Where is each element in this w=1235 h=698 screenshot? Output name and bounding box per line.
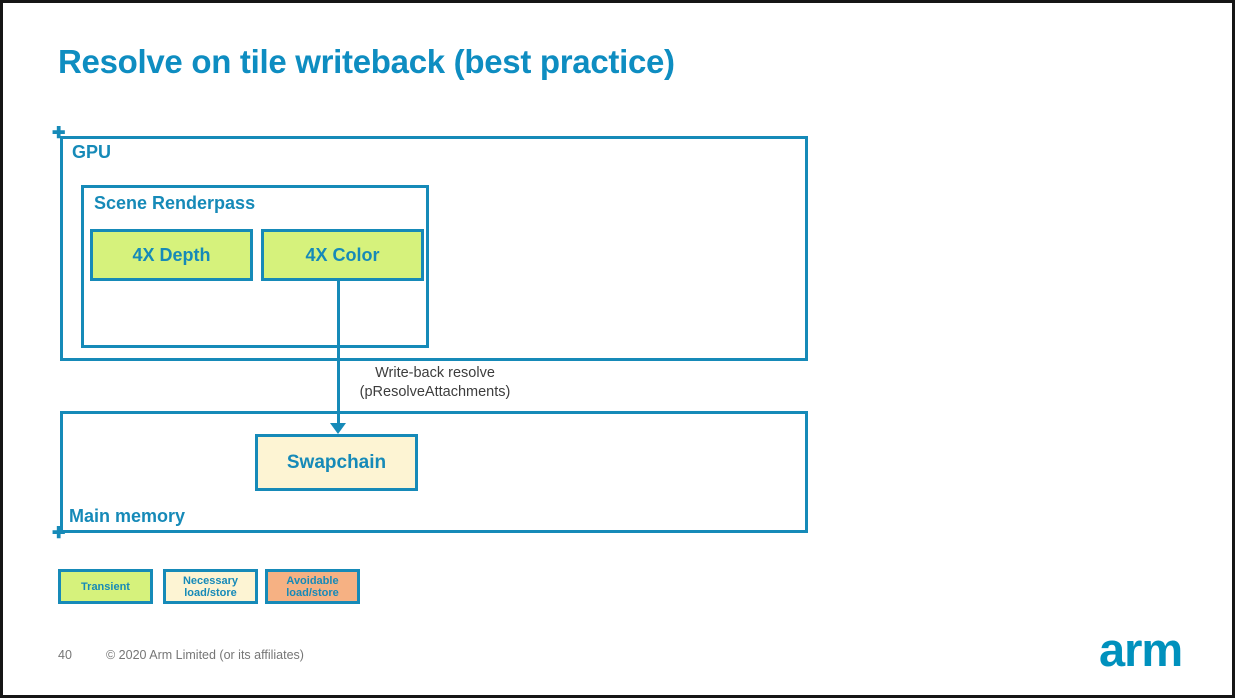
swapchain-box: Swapchain xyxy=(255,434,418,491)
gpu-label: GPU xyxy=(72,142,112,162)
writeback-resolve-arrow-line xyxy=(336,280,340,424)
legend-necessary-label-line2: load/store xyxy=(184,586,237,599)
scene-renderpass-label: Scene Renderpass xyxy=(94,193,256,213)
gpu-box: ✚ GPU Scene Renderpass 4X Depth 4X Color xyxy=(52,126,808,361)
color-attachment-box: 4X Color xyxy=(261,229,424,281)
swapchain-label: Swapchain xyxy=(286,451,387,473)
legend-item-necessary-load-store: Necessary load/store xyxy=(163,569,258,604)
copyright-text: © 2020 Arm Limited (or its affiliates) xyxy=(106,648,304,662)
arm-logo: arm xyxy=(1099,623,1183,676)
legend-transient-label: Transient xyxy=(81,580,130,593)
slide-title: Resolve on tile writeback (best practice… xyxy=(58,43,675,80)
crosshair-marker-icon-bottom: ✚ xyxy=(52,525,66,542)
scene-renderpass-box: Scene Renderpass 4X Depth 4X Color xyxy=(81,185,429,348)
legend-avoidable-label-line1: Avoidable xyxy=(286,574,339,587)
depth-attachment-box: 4X Depth xyxy=(90,229,253,281)
writeback-resolve-arrowhead-icon xyxy=(330,423,346,434)
legend-item-transient: Transient xyxy=(58,569,153,604)
writeback-resolve-label: Write-back resolve (pResolveAttachments) xyxy=(341,364,529,402)
main-memory-label: Main memory xyxy=(69,506,186,526)
writeback-resolve-label-line1: Write-back resolve xyxy=(375,365,495,381)
depth-attachment-label: 4X Depth xyxy=(132,244,211,265)
legend-avoidable-label-line2: load/store xyxy=(286,586,339,599)
writeback-resolve-label-line2: (pResolveAttachments) xyxy=(359,384,511,400)
main-memory-box: Swapchain Main memory ✚ xyxy=(52,411,808,542)
color-attachment-label: 4X Color xyxy=(305,244,380,265)
crosshair-marker-icon-top: ✚ xyxy=(52,125,66,142)
legend-necessary-label-line1: Necessary xyxy=(182,574,239,587)
page-number: 40 xyxy=(58,648,72,662)
legend-item-avoidable-load-store: Avoidable load/store xyxy=(265,569,360,604)
